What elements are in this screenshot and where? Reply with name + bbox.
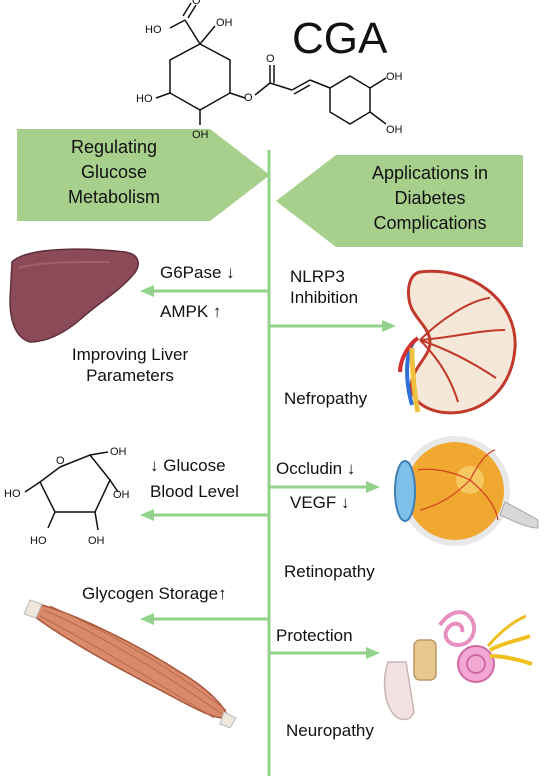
arrow-to-liver [140, 285, 269, 297]
nlrp3-line1: NLRP3 [290, 267, 345, 286]
vegf-label: VEGF ↓ [290, 493, 350, 512]
arrow-to-glucose [140, 509, 269, 521]
left-banner [17, 129, 270, 221]
diagram-title: CGA [292, 14, 388, 63]
ampk-label: AMPK ↑ [160, 302, 222, 321]
right-banner-line1: Applications in [371, 163, 489, 183]
occludin-label: Occludin ↓ [276, 459, 356, 478]
left-banner-line1: Regulating [70, 137, 158, 157]
right-banner [276, 155, 523, 247]
protection-label: Protection [276, 626, 353, 645]
liver-caption: Improving Liver Parameters [40, 344, 220, 386]
cga-oh-bottom-label: OH [192, 129, 209, 141]
glucose-oh-bottom-right-label: OH [88, 535, 105, 547]
liver-illustration [9, 248, 139, 343]
right-banner-line3: Complications [373, 213, 487, 233]
liver-caption-line1: Improving Liver [71, 345, 189, 364]
left-banner-line3: Metabolism [67, 187, 161, 207]
glucose-ho-left-label: HO [4, 488, 21, 500]
arrow-to-ear [269, 647, 380, 659]
cga-ho-left-label: HO [136, 93, 153, 105]
glucose-oh-right-label: OH [113, 489, 130, 501]
glucose-structure [24, 451, 119, 531]
left-banner-text: Regulating Glucose Metabolism [24, 135, 204, 210]
cga-oh-top-label: OH [216, 17, 233, 29]
glucose-label: ↓ Glucose Blood Level [150, 455, 239, 502]
glucose-ho-bottom-left-label: HO [30, 535, 47, 547]
glucose-label-line1: ↓ Glucose [150, 456, 226, 475]
liver-highlight [17, 261, 111, 269]
glucose-ring-o-label: O [56, 455, 65, 467]
cga-carbonyl-o-label: O [266, 53, 275, 65]
cga-structure [155, 2, 387, 125]
arrow-to-kidney [269, 320, 396, 332]
neuropathy-label: Neuropathy [286, 721, 374, 740]
nlrp3-label: NLRP3 Inhibition [290, 266, 358, 308]
right-banner-text: Applications in Diabetes Complications [340, 161, 520, 236]
cga-oxo-label: O [192, 0, 201, 7]
glucose-label-line2: Blood Level [150, 482, 239, 501]
retinopathy-label: Retinopathy [284, 562, 375, 581]
left-banner-line2: Glucose [80, 162, 148, 182]
glycogen-storage-label: Glycogen Storage↑ [82, 584, 227, 603]
nefropathy-label: Nefropathy [284, 389, 368, 408]
arrow-to-eye [269, 481, 380, 493]
glucose-oh-top-label: OH [110, 446, 127, 458]
nlrp3-line2: Inhibition [290, 288, 359, 307]
g6pase-label: G6Pase ↓ [160, 263, 235, 282]
liver-caption-line2: Parameters [86, 366, 174, 385]
right-banner-line2: Diabetes [394, 188, 466, 208]
arrow-to-muscle [140, 613, 269, 625]
cga-ester-o-label: O [244, 92, 253, 104]
ear-illustration [383, 610, 533, 721]
cga-oh-ring2-label: OH [386, 124, 403, 136]
cga-carboxyl-label: HO [145, 24, 162, 36]
muscle-illustration [23, 599, 237, 729]
kidney-illustration [398, 269, 517, 415]
eye-illustration [394, 436, 539, 546]
cga-oh-ring1-label: OH [386, 71, 403, 83]
